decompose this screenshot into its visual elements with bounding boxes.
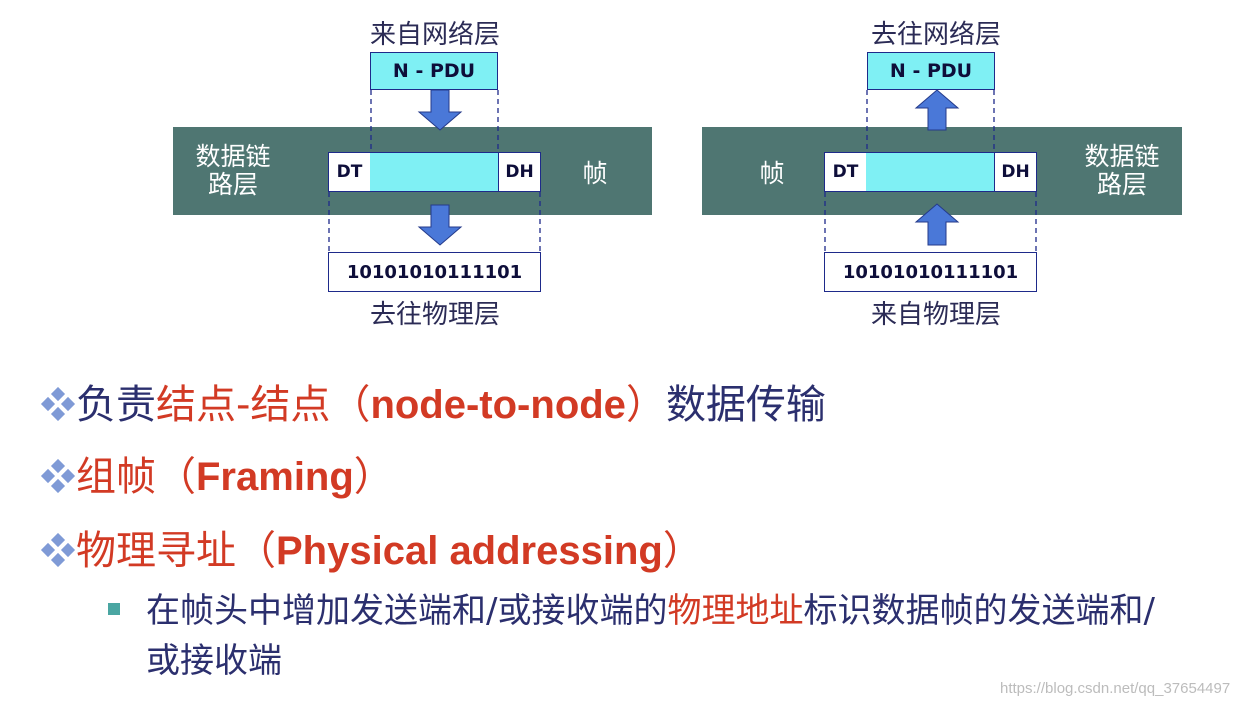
bullet-3-red: 物理寻址（ (76, 528, 276, 574)
right-up-arrow-top (914, 89, 960, 131)
right-layer-label: 数据链路层 (1072, 143, 1172, 199)
left-bits-box: 10101010111101 (328, 252, 541, 292)
left-frame-word: 帧 (582, 159, 608, 188)
left-frame-dh: DH (498, 152, 541, 192)
diagram-connectors (328, 89, 1037, 252)
right-bits-box: 10101010111101 (824, 252, 1037, 292)
bullet-1-prefix: 负责 (76, 382, 156, 428)
left-npdu-box: N - PDU (370, 52, 498, 90)
bullet-2-red: 组帧（ (76, 454, 196, 500)
bullet-1-red: 结点-结点（ (156, 382, 371, 428)
sub-bullet-part2: 标识数据帧的发送端和/或接收端 (146, 591, 1155, 681)
left-frame-payload (370, 152, 499, 192)
watermark: https://blog.csdn.net/qq_37654497 (1000, 680, 1231, 697)
sub-bullet: 在帧头中增加发送端和/或接收端的物理地址标识数据帧的发送端和/或接收端 (146, 586, 1186, 686)
left-layer-label: 数据链路层 (183, 143, 283, 199)
diamond-bullet-icon (40, 532, 76, 568)
right-up-arrow-bottom (914, 203, 960, 246)
bullet-3-red-en: Physical addressing (276, 529, 663, 573)
bullet-1: 负责结点-结点（node-to-node）数据传输 (40, 372, 826, 430)
right-top-label: 去往网络层 (870, 20, 1001, 50)
sub-bullet-part1: 在帧头中增加发送端和/或接收端的 (146, 591, 668, 631)
right-bottom-label: 来自物理层 (870, 300, 1001, 330)
right-npdu-box: N - PDU (867, 52, 995, 90)
diamond-bullet-icon (40, 386, 76, 422)
bullet-1-red-close: ） (625, 382, 666, 428)
diamond-bullet-icon (40, 458, 76, 494)
bullet-3: 物理寻址（Physical addressing） (40, 518, 703, 576)
sub-bullet-marker-icon (108, 603, 120, 615)
right-layer-label-text: 数据链路层 (1084, 142, 1160, 199)
right-frame-word: 帧 (759, 159, 785, 188)
left-layer-label-text: 数据链路层 (195, 142, 271, 199)
sub-bullet-red: 物理地址 (667, 591, 804, 631)
right-frame-dh: DH (994, 152, 1037, 192)
bullet-3-red-close: ） (662, 528, 703, 574)
bullet-1-suffix: 数据传输 (665, 382, 826, 428)
right-frame-payload (866, 152, 995, 192)
bullet-1-red-en: node-to-node (370, 383, 626, 427)
left-top-label: 来自网络层 (369, 20, 500, 50)
bullet-2-red-en: Framing (196, 455, 354, 499)
left-bottom-label: 去往物理层 (369, 300, 500, 330)
left-down-arrow-bottom (417, 204, 463, 246)
bullet-2: 组帧（Framing） (40, 444, 394, 502)
left-down-arrow-top (417, 89, 463, 131)
bullet-2-red-close: ） (353, 454, 394, 500)
